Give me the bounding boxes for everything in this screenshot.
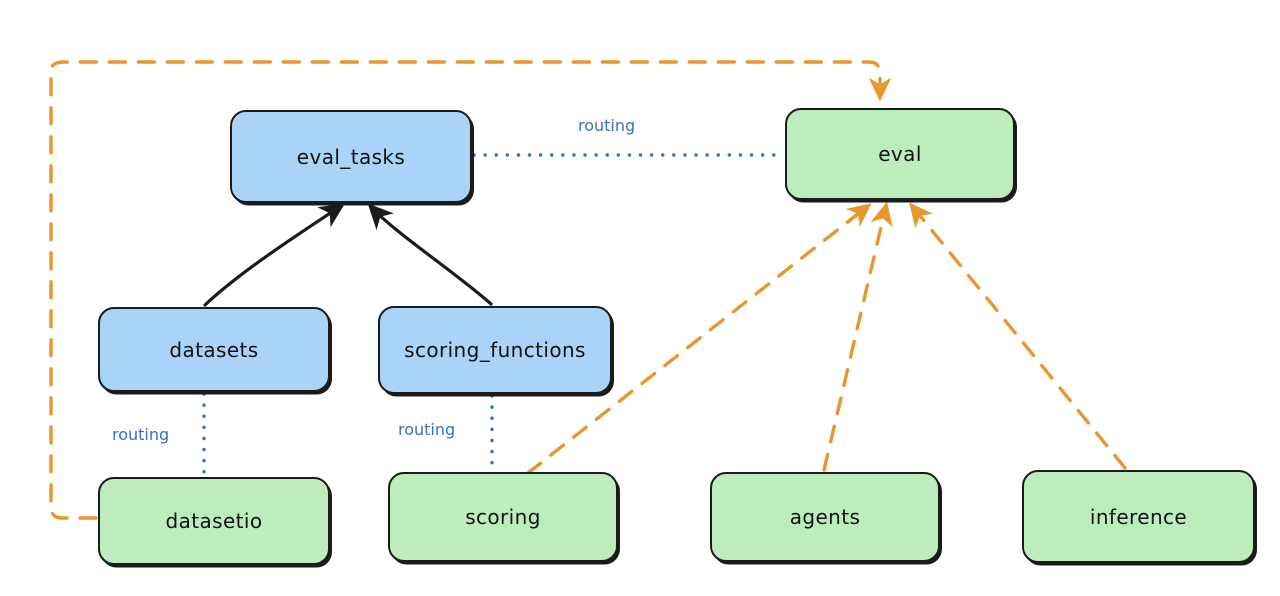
edge-label-routing-datasets: routing: [112, 425, 170, 444]
node-datasets[interactable]: datasets: [98, 307, 330, 392]
node-label-inference: inference: [1089, 504, 1188, 529]
node-eval[interactable]: eval: [785, 108, 1015, 200]
node-scoring[interactable]: scoring: [388, 472, 618, 562]
edge-scoring-functions-to-eval-tasks: [367, 203, 493, 306]
node-inference[interactable]: inference: [1022, 470, 1255, 563]
node-label-scoring-functions: scoring_functions: [404, 338, 586, 362]
edge-agents-to-eval: [822, 201, 893, 472]
edge-inference-to-eval: [909, 202, 1127, 470]
node-scoring-functions[interactable]: scoring_functions: [378, 306, 612, 394]
edge-label-routing-eval-tasks: routing: [578, 116, 636, 135]
node-eval-tasks[interactable]: eval_tasks: [230, 110, 472, 203]
node-datasetio[interactable]: datasetio: [98, 477, 330, 565]
node-label-datasetio: datasetio: [165, 509, 263, 533]
node-label-agents: agents: [789, 505, 861, 529]
node-agents[interactable]: agents: [710, 472, 940, 562]
node-label-datasets: datasets: [169, 337, 259, 362]
node-label-eval: eval: [878, 142, 922, 166]
node-label-eval-tasks: eval_tasks: [296, 144, 406, 169]
edge-datasets-to-eval-tasks: [203, 203, 346, 307]
node-label-scoring: scoring: [465, 505, 541, 529]
edge-label-routing-scoring: routing: [398, 420, 456, 439]
